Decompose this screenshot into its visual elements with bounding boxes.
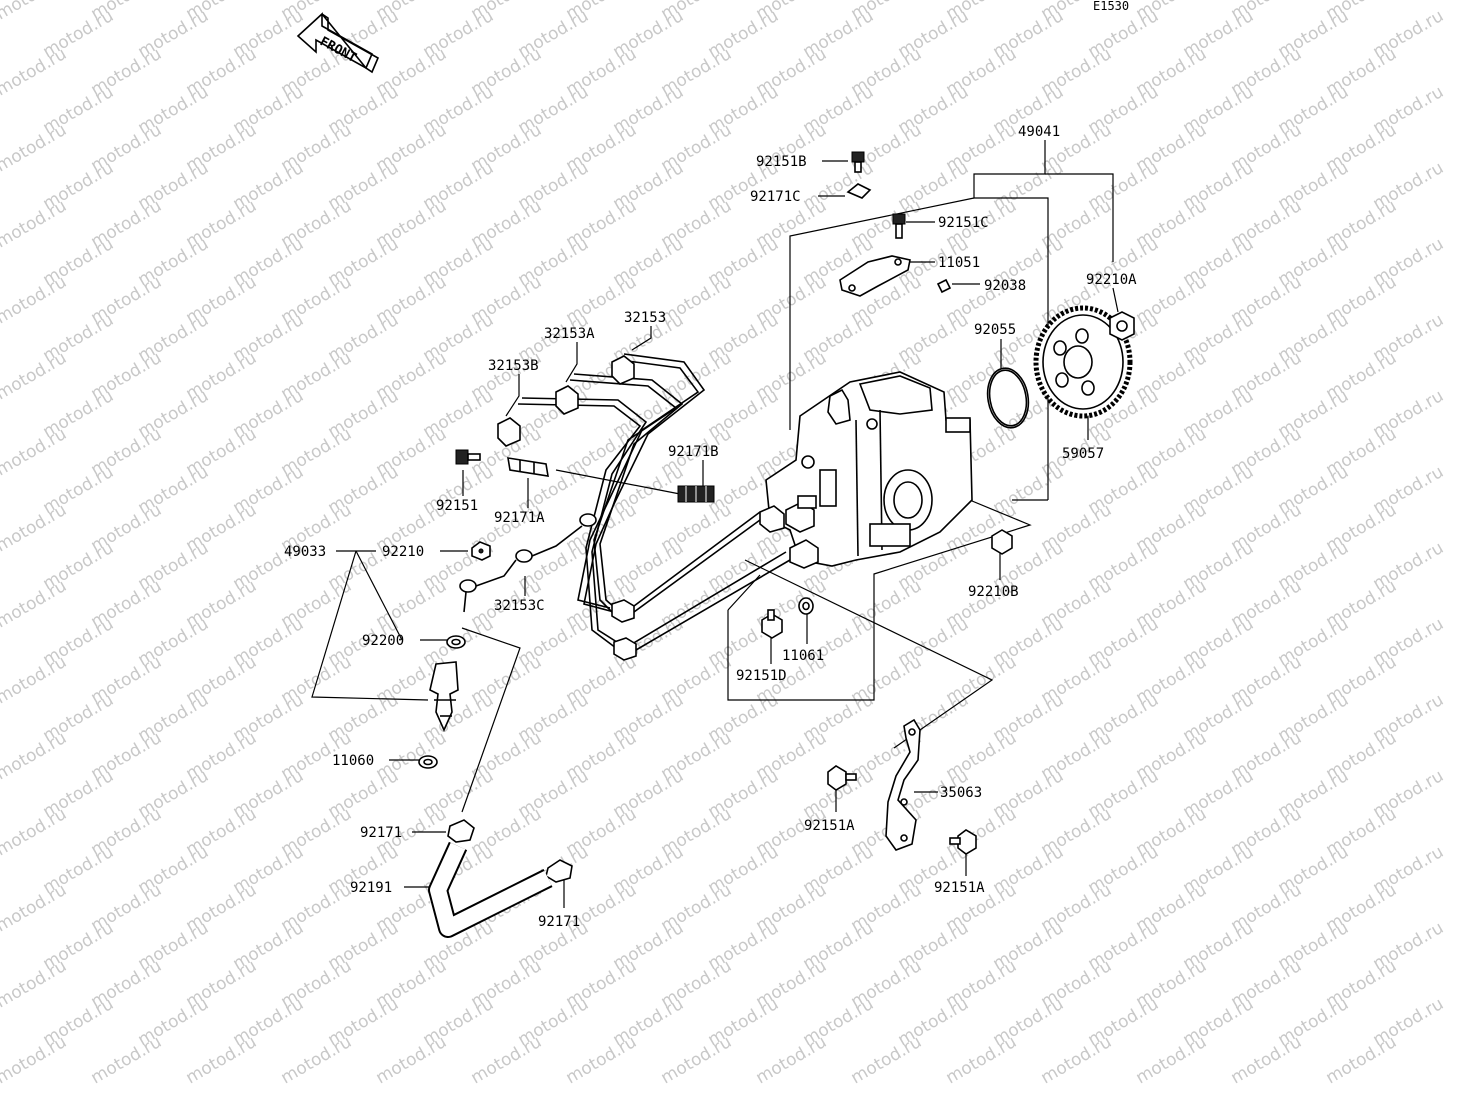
diagram-code: E1530 [1093, 0, 1129, 13]
part-label-32153C: 32153C [494, 598, 545, 614]
leak-off-pipe-32153C-icon [459, 513, 597, 613]
washer-11061-icon [798, 597, 814, 615]
plate-11051-icon [839, 255, 911, 297]
gear-59057-icon [1033, 305, 1133, 419]
watermark-text: motod.ru [0, 44, 70, 100]
part-label-92171-bottom: 92171 [538, 914, 580, 930]
part-label-11060: 11060 [332, 753, 374, 769]
watermark-text: motod.ru [0, 500, 70, 556]
watermark-text: motod.ru [0, 576, 70, 632]
part-label-32153B: 32153B [488, 358, 539, 374]
part-label-92200: 92200 [362, 633, 404, 649]
clamp-92171-top-icon [447, 819, 475, 843]
part-label-11061: 11061 [782, 648, 824, 664]
watermark-text: motod.ru [468, 1032, 546, 1088]
part-label-92171-top: 92171 [360, 825, 402, 841]
watermark-text: motod.ru [0, 424, 70, 480]
part-label-32153: 32153 [624, 310, 666, 326]
part-label-92151C: 92151C [938, 215, 989, 231]
key-92038-icon [936, 278, 952, 294]
watermark-text: motod.ru [0, 196, 70, 252]
injector-nozzle-icon [429, 661, 459, 732]
nut-92210A-icon [1109, 311, 1135, 341]
part-label-92210B: 92210B [968, 584, 1019, 600]
bolt-92151A-right-icon [949, 829, 977, 855]
injection-pump-icon [759, 371, 973, 569]
watermark-text: motod.ru [0, 880, 70, 936]
leader-lines [311, 140, 1119, 908]
nut-92210B-icon [991, 529, 1013, 555]
watermark-text: motod.ru [0, 804, 70, 860]
part-label-49041: 49041 [1018, 124, 1060, 140]
fuel-injection-pipes-icon [497, 353, 791, 661]
bracket-35063-icon [885, 718, 921, 851]
part-label-92151D: 92151D [736, 668, 787, 684]
part-labels: 49041 92151B 92171C 92151C 11051 92038 9… [284, 124, 1137, 930]
part-label-92210A: 92210A [1086, 272, 1137, 288]
part-label-59057: 59057 [1062, 446, 1104, 462]
part-label-32153A: 32153A [544, 326, 595, 342]
watermark-text: motod.ru [0, 120, 70, 176]
watermark-text: motod.ru [373, 1032, 451, 1088]
watermark-text: motod.ru [848, 1032, 926, 1088]
watermark-text: motod.ru [1038, 1032, 1116, 1088]
watermark-text: motod.ru [0, 1032, 70, 1088]
hose-92191-icon [428, 841, 553, 938]
clip-92171C-icon [846, 183, 872, 199]
watermark-text: motod.ru [0, 272, 70, 328]
watermark-text: motod.ru [1323, 1032, 1401, 1088]
part-label-92210: 92210 [382, 544, 424, 560]
watermark-text: motod.ru [1228, 1032, 1306, 1088]
watermark-text: motod.ru [0, 956, 70, 1012]
bolt-92151D-icon [761, 609, 783, 639]
washer-11060-icon [418, 755, 438, 769]
watermark-text: motod.ru [0, 652, 70, 708]
part-label-49033: 49033 [284, 544, 326, 560]
watermark-text: motod.ru [1133, 1032, 1211, 1088]
part-label-92151A-left: 92151A [804, 818, 855, 834]
watermark-text: motod.ru [278, 1032, 356, 1088]
watermark-text: motod.ru [0, 728, 70, 784]
watermark-text: motod.ru [563, 1032, 641, 1088]
watermark-text: motod.ru [658, 1032, 736, 1088]
nut-92210-icon [471, 541, 491, 561]
watermark-text: motod.ru [0, 0, 70, 24]
part-label-92171B: 92171B [668, 444, 719, 460]
bolt-92151-icon [455, 449, 481, 465]
part-label-92191: 92191 [350, 880, 392, 896]
part-label-92151A-right: 92151A [934, 880, 985, 896]
part-label-92055: 92055 [974, 322, 1016, 338]
watermark-layer: motod.ru motod.ru motod.ru motod.ru motod.ru… [0, 0, 1447, 1088]
watermark-text: motod.ru [0, 348, 70, 404]
watermark-text: motod.ru [753, 1032, 831, 1088]
part-label-92171C: 92171C [750, 189, 801, 205]
watermark-text: motod.ru [88, 1032, 166, 1088]
part-label-11051: 11051 [938, 255, 980, 271]
washer-92200-icon [446, 635, 466, 649]
part-label-35063: 35063 [940, 785, 982, 801]
part-label-92171A: 92171A [494, 510, 545, 526]
clamp-92171B-icon [677, 485, 715, 503]
part-label-92151: 92151 [436, 498, 478, 514]
clamp-92171A-icon [507, 457, 549, 477]
bolt-92151A-left-icon [827, 765, 857, 791]
o-ring-92055-icon [986, 367, 1030, 429]
bolt-92151C-icon [892, 213, 906, 239]
watermark-text: motod.ru [943, 1032, 1021, 1088]
bolt-92151B-icon [851, 151, 865, 173]
part-label-92151B: 92151B [756, 154, 807, 170]
watermark-text: motod.ru [183, 1032, 261, 1088]
part-label-92038: 92038 [984, 278, 1026, 294]
